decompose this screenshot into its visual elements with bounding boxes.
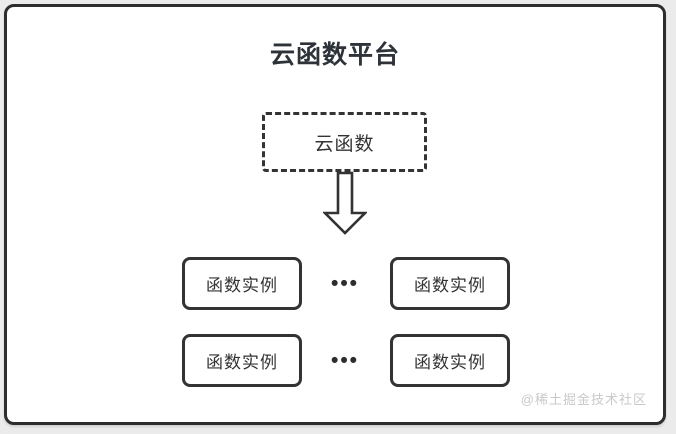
cloud-function-label: 云函数 xyxy=(314,133,375,155)
function-instance-node: 函数实例 xyxy=(182,257,302,310)
function-instance-label: 函数实例 xyxy=(206,276,278,295)
down-arrow-icon xyxy=(323,171,367,235)
function-instance-node: 函数实例 xyxy=(182,334,302,387)
function-instance-node: 函数实例 xyxy=(390,257,510,310)
function-instance-label: 函数实例 xyxy=(414,353,486,372)
diagram-frame: 云函数平台 云函数 函数实例 ••• 函数实例 函数实例 ••• 函数实例 @稀… xyxy=(4,4,666,425)
ellipsis-row2: ••• xyxy=(330,349,360,372)
function-instance-label: 函数实例 xyxy=(206,353,278,372)
ellipsis-row1: ••• xyxy=(330,272,360,295)
watermark-text: @稀土掘金技术社区 xyxy=(520,392,647,407)
function-instance-label: 函数实例 xyxy=(414,276,486,295)
cloud-function-node: 云函数 xyxy=(262,112,427,172)
diagram-title: 云函数平台 xyxy=(269,41,400,69)
function-instance-node: 函数实例 xyxy=(390,334,510,387)
